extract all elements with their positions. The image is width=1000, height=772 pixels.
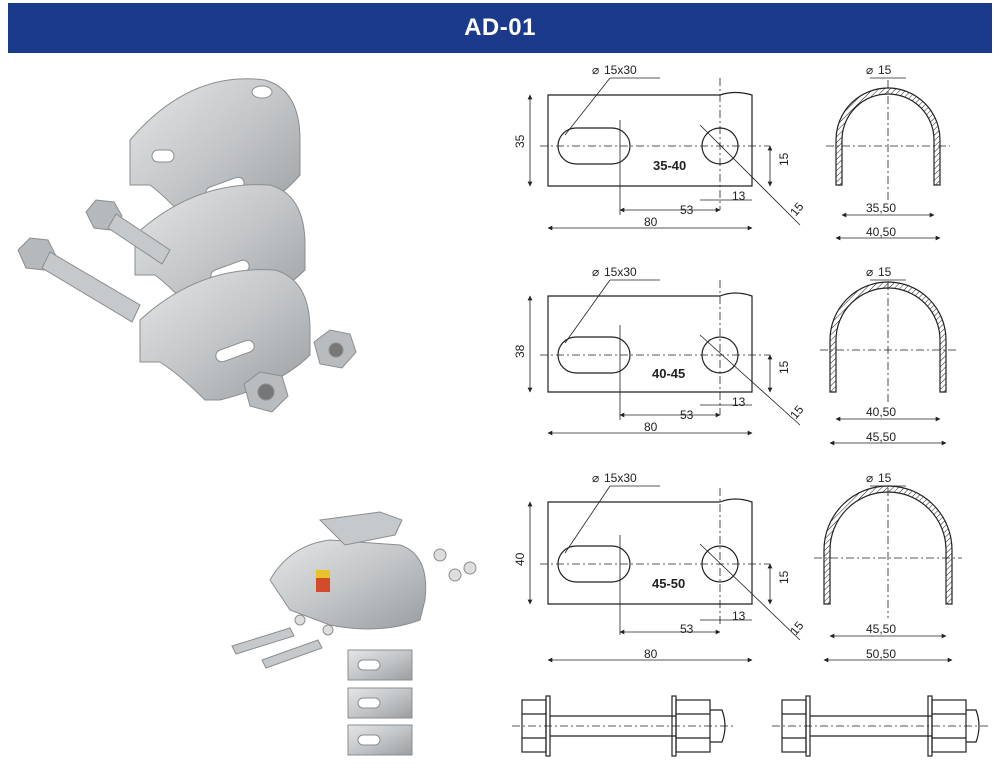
coupling-illustration	[231, 511, 477, 756]
inner-width-1: 35,50	[866, 201, 896, 215]
slot-dim-1: 15x30	[604, 63, 637, 77]
hole-offset-2: 15	[777, 360, 791, 374]
clamp-set-illustration	[17, 78, 357, 413]
plate-drawing-45-50	[527, 485, 801, 663]
hole-dim-1: 15	[787, 199, 807, 218]
plate-drawing-35-40	[527, 77, 801, 231]
diameter-symbol-icon: ⌀	[866, 471, 873, 485]
u-profile-35-40	[826, 77, 950, 241]
dim-53-2: 53	[680, 408, 694, 422]
diameter-symbol-icon: ⌀	[866, 63, 873, 77]
size-label-3: 45-50	[652, 576, 685, 591]
hole-offset-1: 15	[777, 152, 791, 166]
dim-53-3: 53	[680, 622, 694, 636]
hole-dim-3: 15	[787, 618, 807, 637]
top-hole-dim-2: 15	[878, 265, 892, 279]
hole-offset-3: 15	[777, 570, 791, 584]
top-hole-dim-3: 15	[878, 471, 892, 485]
outer-width-2: 45,50	[866, 430, 896, 444]
dim-80-3: 80	[644, 647, 658, 661]
diameter-symbol-icon: ⌀	[592, 63, 599, 77]
dim-80-1: 80	[644, 215, 658, 229]
height-dim-2: 38	[513, 344, 527, 358]
slot-dim-2: 15x30	[604, 265, 637, 279]
slot-dim-3: 15x30	[604, 471, 637, 485]
dim-80-2: 80	[644, 420, 658, 434]
outer-width-1: 40,50	[866, 225, 896, 239]
bolt-drawing-left	[512, 695, 736, 757]
plate-drawing-40-45	[527, 279, 801, 436]
diameter-symbol-icon: ⌀	[866, 265, 873, 279]
height-dim-3: 40	[513, 552, 527, 566]
size-label-1: 35-40	[653, 158, 686, 173]
outer-width-3: 50,50	[866, 647, 896, 661]
top-hole-dim-1: 15	[878, 63, 892, 77]
inner-width-2: 40,50	[866, 405, 896, 419]
dim-13-1: 13	[732, 189, 746, 203]
page-title: AD-01	[464, 14, 536, 41]
dim-53-1: 53	[680, 203, 694, 217]
inner-width-3: 45,50	[866, 622, 896, 636]
height-dim-1: 35	[513, 134, 527, 148]
dim-13-2: 13	[732, 395, 746, 409]
size-label-2: 40-45	[652, 366, 685, 381]
diameter-symbol-icon: ⌀	[592, 471, 599, 485]
diameter-symbol-icon: ⌀	[592, 265, 599, 279]
u-profile-45-50	[814, 485, 962, 663]
hole-dim-2: 15	[787, 402, 807, 421]
bolt-drawing-right	[772, 695, 990, 757]
header-bar: AD-01	[8, 3, 992, 53]
u-profile-40-45	[820, 279, 956, 446]
dim-13-3: 13	[732, 609, 746, 623]
